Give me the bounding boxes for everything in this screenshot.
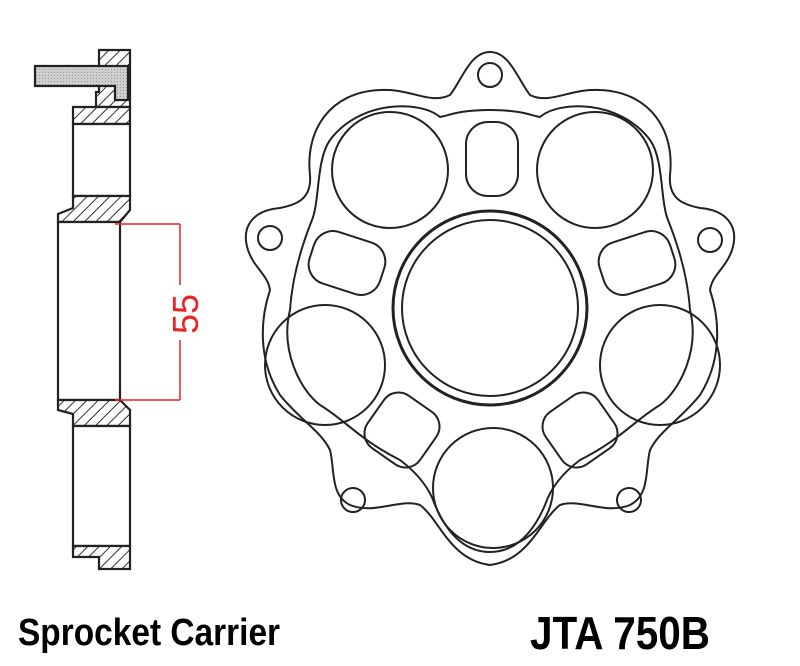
slot-right	[597, 230, 677, 296]
slot-top	[465, 121, 519, 197]
bolt-hole-left	[257, 225, 283, 251]
dimension-55	[115, 223, 181, 401]
front-view	[244, 50, 736, 567]
hub-inner	[401, 219, 579, 397]
bolt-hole-bottom-left	[340, 487, 366, 513]
hub-outer	[391, 209, 589, 407]
slot-bottom-right	[541, 391, 619, 469]
bolt-hole-top	[477, 62, 503, 88]
slot-left	[307, 230, 387, 296]
bolt-hole-bottom-right	[616, 487, 642, 513]
lightening-hole-left	[264, 304, 386, 426]
bolt-hole-right	[697, 227, 723, 253]
inner-contour	[286, 105, 694, 554]
lightening-hole-top-left	[331, 111, 449, 229]
part-number-label: JTA 750B	[530, 607, 710, 659]
product-type-label: Sprocket Carrier	[18, 612, 281, 654]
outer-contour	[244, 50, 736, 567]
lightening-hole-top-right	[536, 111, 654, 229]
side-section-view	[33, 48, 132, 571]
slot-bottom-left	[363, 391, 441, 469]
lightening-hole-right	[599, 304, 721, 426]
lightening-hole-bottom	[432, 427, 554, 549]
dimension-55-label: 55	[165, 294, 206, 334]
